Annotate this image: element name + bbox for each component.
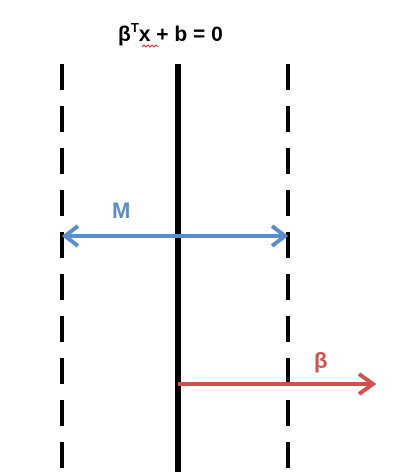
decision-boundary-equation: βTx + b = 0 [118, 20, 223, 46]
margin-arrow-right-head [270, 224, 289, 248]
normal-vector-label: β [314, 348, 327, 373]
equation-rest: x + b = 0 [139, 23, 223, 46]
margin-label: M [112, 198, 130, 223]
equation-transpose-superscript: T [131, 20, 139, 35]
margin-arrow-left-head [61, 224, 80, 248]
equation-beta: β [118, 23, 131, 46]
normal-vector-arrow-head [357, 372, 377, 396]
spellcheck-squiggle [141, 44, 159, 48]
